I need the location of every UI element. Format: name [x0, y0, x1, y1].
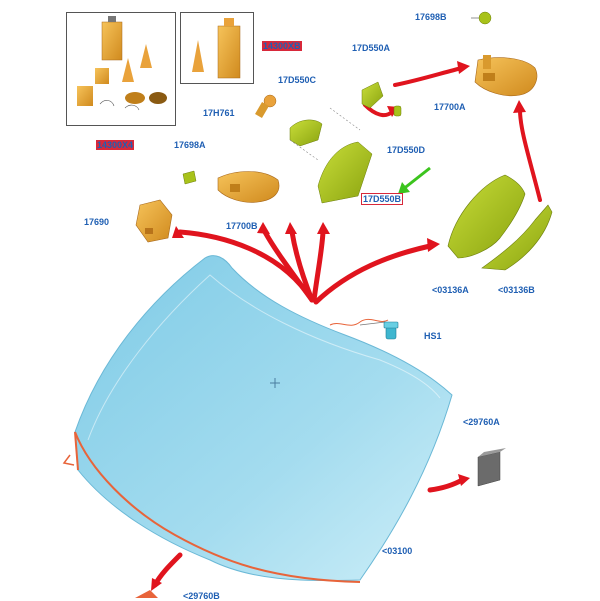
humidity-sensor-icon	[359, 321, 399, 340]
callout-kit-b[interactable]: 14300XB	[262, 41, 302, 51]
callout-17700a[interactable]: 17700A	[434, 102, 466, 112]
callout-kit-a[interactable]: 14300X4	[96, 140, 135, 150]
rain-sensor-icon	[255, 94, 277, 119]
kit-box-b	[180, 12, 254, 84]
pointer-arrow	[401, 166, 431, 192]
callout-17690[interactable]: 17690	[84, 217, 110, 227]
callout-03136b[interactable]: <03136B	[498, 285, 535, 295]
callout-17d550c[interactable]: 17D550C	[278, 75, 317, 85]
callout-03100[interactable]: <03100	[382, 546, 413, 556]
callout-hs1[interactable]: HS1	[424, 331, 442, 341]
glass-spacer-block-icon	[135, 590, 158, 598]
mirror-mount-cover-icon	[289, 81, 402, 204]
callout-17698b[interactable]: 17698B	[415, 12, 447, 22]
callout-17698a[interactable]: 17698A	[174, 140, 206, 150]
callout-29760a[interactable]: <29760A	[463, 417, 500, 427]
glass-spacer-block-icon	[477, 448, 506, 487]
callout-arrows	[152, 229, 465, 588]
adhesive-kit-icon	[77, 16, 241, 111]
windshield-glass-icon	[62, 255, 453, 583]
callout-29760b[interactable]: <29760B	[183, 591, 220, 601]
pointer-arrowhead	[398, 182, 410, 194]
rear-view-mirror-icon	[182, 170, 280, 203]
callout-17d550d[interactable]: 17D550D	[387, 145, 426, 155]
callout-17d550a[interactable]: 17D550A	[352, 43, 391, 53]
rear-view-mirror-icon	[471, 11, 538, 97]
kit-box-a	[66, 12, 176, 126]
callout-arrows-upper	[363, 66, 542, 202]
callout-17d550b[interactable]: 17D550B	[361, 193, 404, 205]
callout-17h761[interactable]: 17H761	[203, 108, 235, 118]
rain-sensor-icon	[135, 199, 173, 243]
mirror-mount-cover-icon	[447, 174, 553, 271]
arrowheads	[151, 222, 470, 591]
callout-03136a[interactable]: <03136A	[432, 285, 469, 295]
callout-17700b[interactable]: 17700B	[226, 221, 258, 231]
